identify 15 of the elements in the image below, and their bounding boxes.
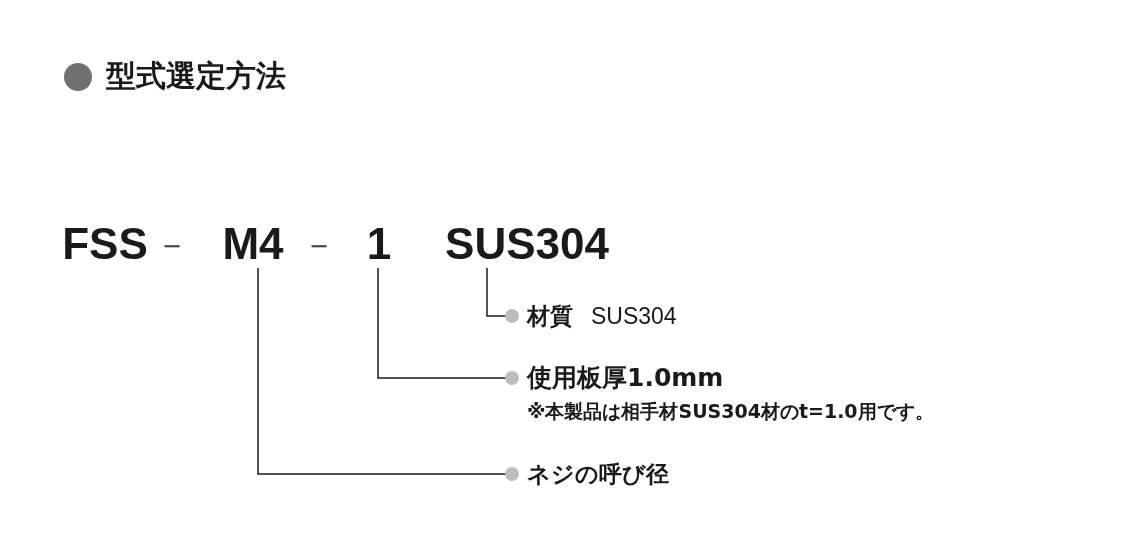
- model-code-part: SUS304: [441, 222, 613, 266]
- spec-note: ※本製品は相手材SUS304材のt=1.0用です。: [527, 399, 935, 424]
- spec-label: 使用板厚1.0mm: [527, 362, 724, 394]
- connector-line: [257, 267, 519, 481]
- spec-label: 材質: [527, 302, 573, 331]
- spec-value: SUS304: [591, 302, 677, 331]
- separator-dash: －: [155, 223, 189, 266]
- model-code-part: FSS: [58, 222, 152, 266]
- separator-dash: －: [302, 223, 336, 266]
- spec-label: ネジの呼び径: [527, 460, 669, 489]
- model-code-part: 1: [364, 222, 394, 266]
- connector-line: [377, 267, 519, 385]
- model-code-part: M4: [213, 222, 293, 266]
- section-title: 型式選定方法: [106, 57, 286, 95]
- connector-line: [486, 267, 519, 323]
